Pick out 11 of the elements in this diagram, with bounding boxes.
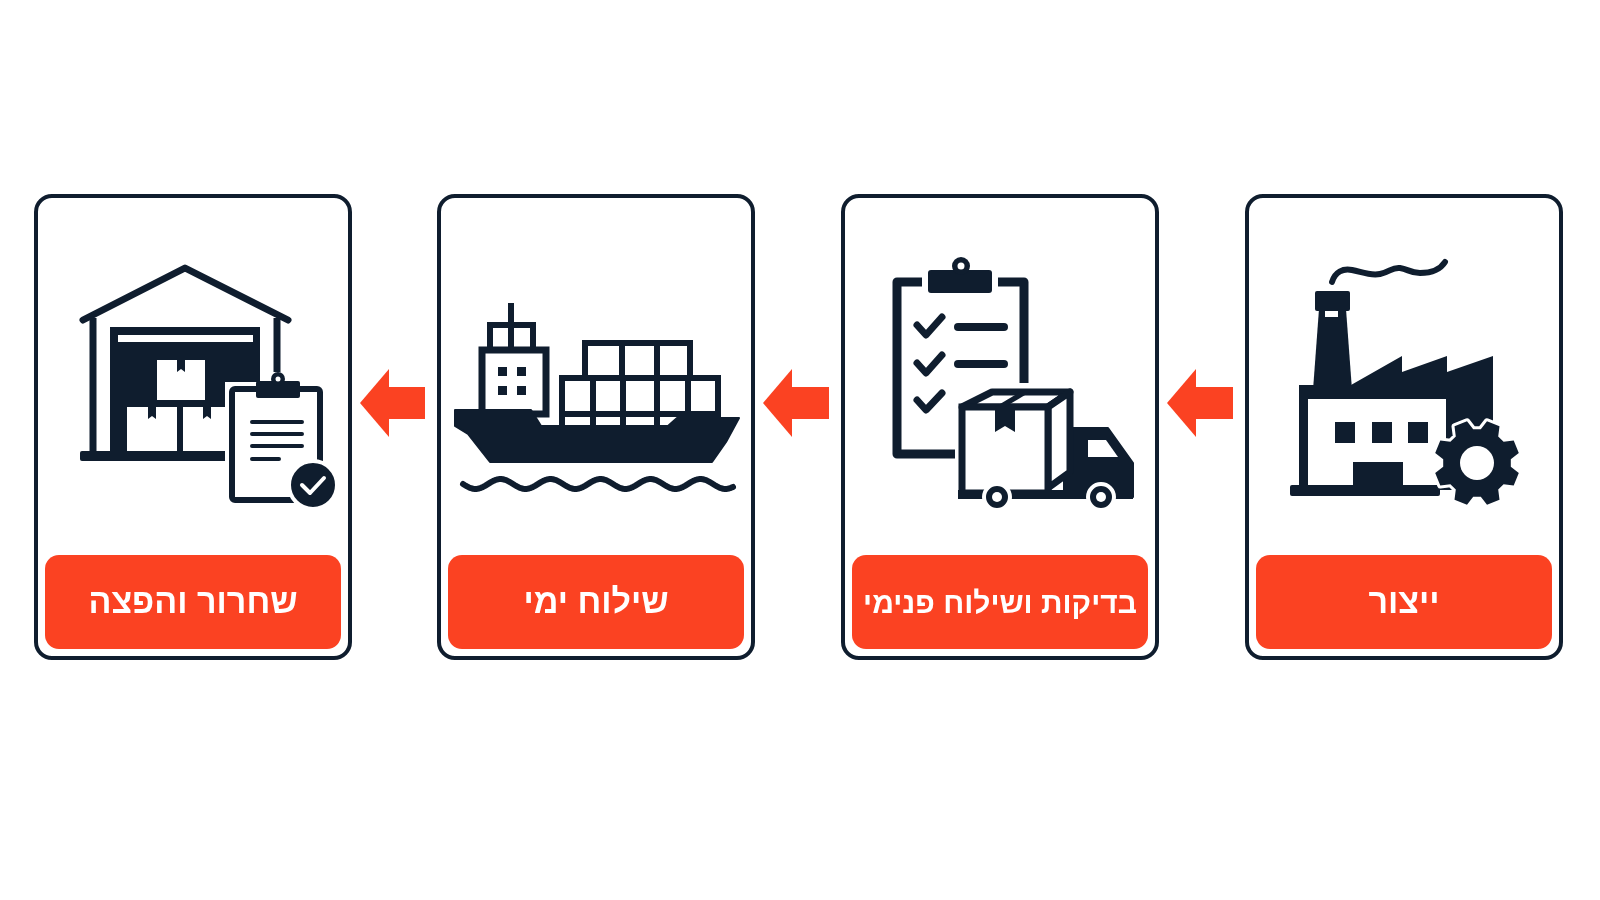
arrow (763, 369, 829, 437)
arrow (1167, 369, 1233, 437)
arrow (360, 369, 425, 437)
card (34, 194, 352, 660)
label-bar: בדיקות ושילוח פנימי (852, 555, 1148, 649)
card (841, 194, 1159, 660)
card (1245, 194, 1563, 660)
card (437, 194, 755, 660)
label-bar: שילוח ימי (448, 555, 744, 649)
label-bar: ייצור (1256, 555, 1552, 649)
label-bar: שחרור והפצה (45, 555, 341, 649)
